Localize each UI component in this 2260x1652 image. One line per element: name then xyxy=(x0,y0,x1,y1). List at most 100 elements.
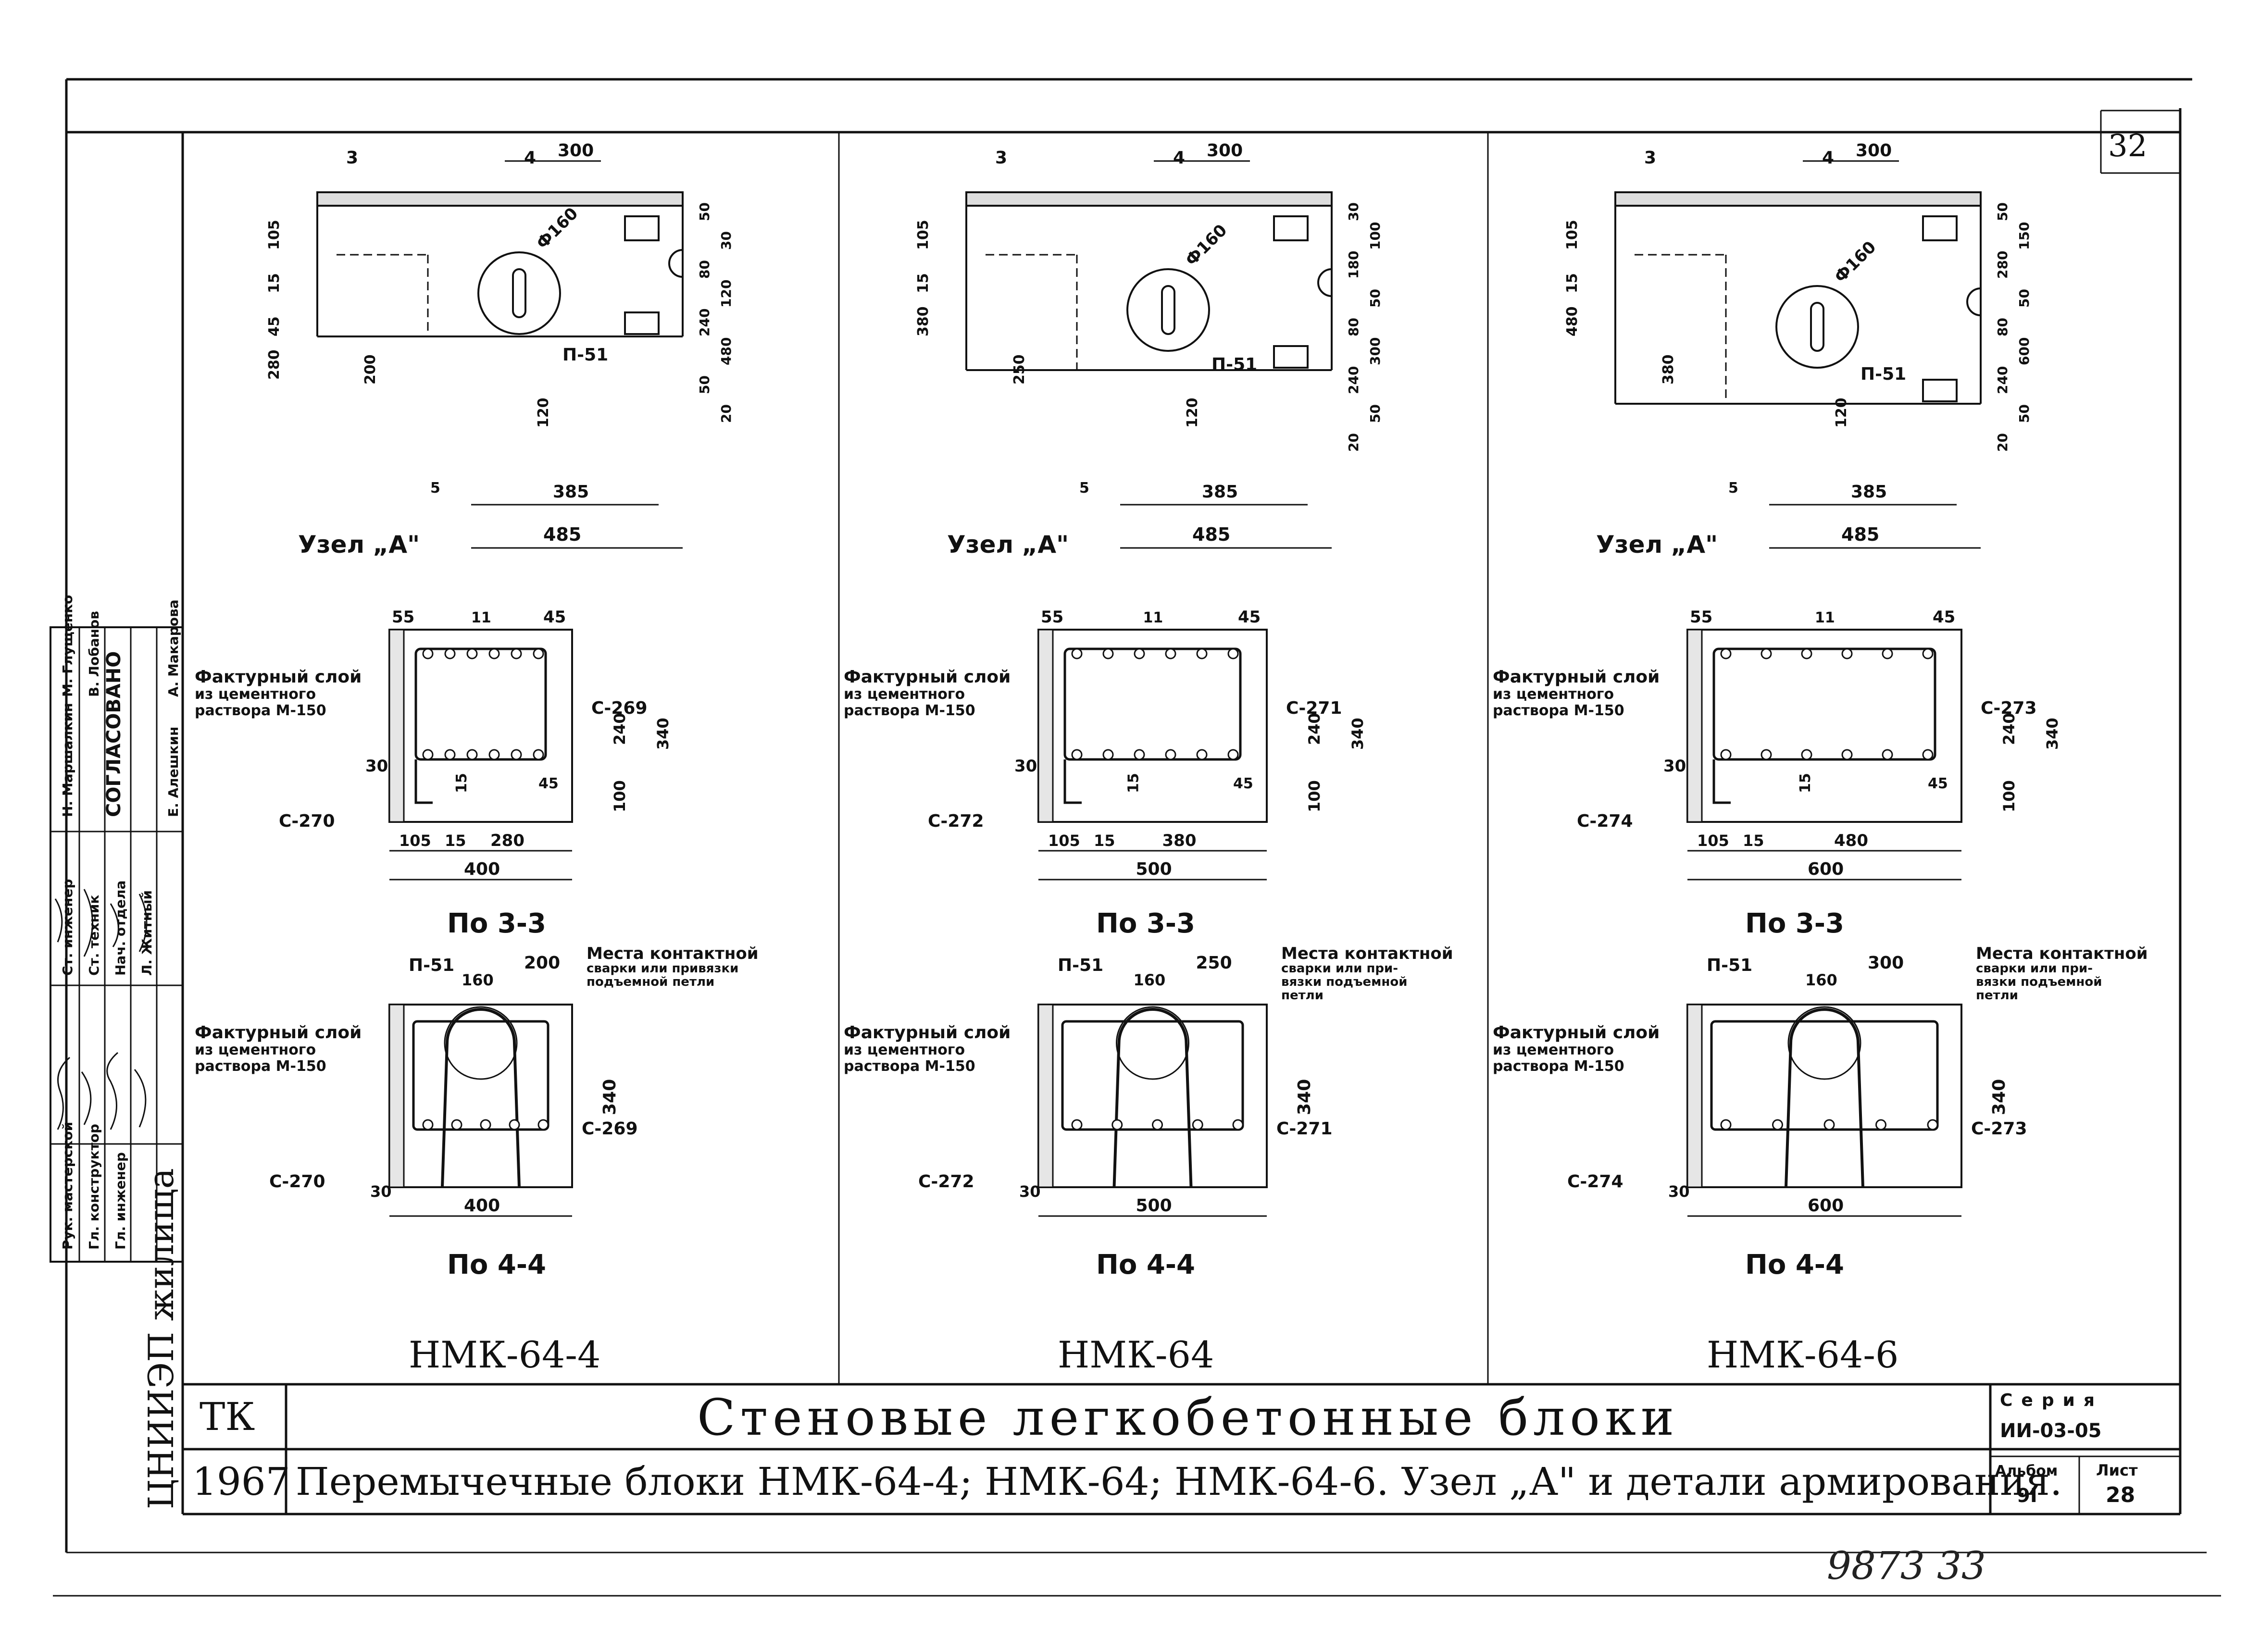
rebar-mark: С-272 xyxy=(918,1172,974,1192)
rebar-mark: С-274 xyxy=(1577,811,1633,831)
dimension-label: 480 xyxy=(1834,831,1868,850)
sheet-label: Лист xyxy=(2096,1461,2138,1479)
dimension-label: 340 xyxy=(654,718,672,750)
series-value: ИИ-03-05 xyxy=(2000,1420,2101,1442)
dimension-label: 160 xyxy=(1134,971,1166,989)
rebar-cage xyxy=(412,1020,549,1131)
socket xyxy=(1922,379,1958,402)
rebar-bar xyxy=(1227,648,1239,659)
dimension-label: 240 xyxy=(697,309,712,336)
signature-name: М. Глущенко xyxy=(60,595,75,697)
weld-note: сварки или при- xyxy=(1281,961,1398,976)
dimension-label: 105 xyxy=(1564,220,1581,250)
facing-layer xyxy=(1686,1004,1703,1188)
facing-layer-label: из цементного xyxy=(195,686,316,703)
dimension-label: 160 xyxy=(462,971,494,989)
dimension-label: 30 xyxy=(1014,757,1037,776)
dimension-label: 120 xyxy=(718,280,734,308)
dimension-label: 50 xyxy=(2016,404,2032,423)
rebar-bar xyxy=(466,648,478,659)
rebar-bar xyxy=(1165,648,1176,659)
rebar-bar xyxy=(1102,749,1114,760)
section-cut-label: 3 xyxy=(995,148,1007,168)
rebar-bar xyxy=(1134,749,1145,760)
sheet-subtitle: Перемычечные блоки НМК-64-4; НМК-64; НМК… xyxy=(296,1459,2062,1504)
opening-circle xyxy=(1116,1006,1189,1080)
rebar-bar xyxy=(451,1119,462,1130)
signature-stamp: СОГЛАСОВАНО Рук. мастерской Гл. конструк… xyxy=(50,595,184,1263)
rebar-bar xyxy=(1071,648,1083,659)
dimension-label: 380 xyxy=(1162,831,1197,850)
section-outline xyxy=(1037,1004,1268,1188)
lifting-loop xyxy=(441,1008,521,1188)
rebar-bar xyxy=(1882,648,1893,659)
series-label: Серия xyxy=(2000,1391,2103,1410)
dimension-label: 105 xyxy=(1697,832,1729,850)
dimension-label: 80 xyxy=(697,260,712,279)
notch xyxy=(1317,268,1332,297)
facing-layer-label: из цементного xyxy=(844,686,965,703)
dimension-label: 55 xyxy=(1690,608,1712,627)
facing-layer-label: из цементного xyxy=(195,1042,316,1058)
dimension-label: 30 xyxy=(1668,1182,1690,1201)
rebar-bar xyxy=(1875,1119,1886,1130)
section-title: По 4-4 xyxy=(1745,1249,1844,1280)
dimension-label: 11 xyxy=(1143,609,1163,626)
node-title: Узел „А" xyxy=(1596,531,1718,559)
rebar-bar xyxy=(1720,1119,1732,1130)
dimension-label: 15 xyxy=(453,773,470,793)
rebar-hook xyxy=(1063,759,1082,804)
dimension-label: 5 xyxy=(1728,480,1738,497)
rebar-bar xyxy=(422,648,434,659)
handwritten-signature xyxy=(57,1052,147,1130)
lifting-loop xyxy=(1161,285,1175,335)
rebar-bar xyxy=(1801,648,1812,659)
signature-role: Рук. мастерской xyxy=(60,1122,75,1250)
dimension-label: 45 xyxy=(1928,775,1948,792)
facing-layer xyxy=(1037,629,1054,823)
dimension-label: 485 xyxy=(1841,524,1879,545)
rebar-bar xyxy=(488,749,500,760)
rebar-bar xyxy=(422,749,434,760)
rebar-bar xyxy=(1165,749,1176,760)
rebar-bar xyxy=(1841,648,1853,659)
dimension-label: 480 xyxy=(1564,306,1581,336)
weld-note: подъемной петли xyxy=(587,975,714,989)
rebar-bar xyxy=(1071,1119,1083,1130)
organization-name: ЦНИИЭП жилища xyxy=(141,1168,181,1509)
dimension-label: 80 xyxy=(1346,318,1361,336)
facing-layer xyxy=(388,1004,405,1188)
dimension-label: 380 xyxy=(1660,354,1677,385)
socket xyxy=(1273,215,1309,241)
facing-layer-label: раствора М-150 xyxy=(1493,702,1624,719)
dimension-label: 340 xyxy=(2043,718,2061,750)
rebar-bar xyxy=(1152,1119,1163,1130)
loop-label: П-51 xyxy=(409,956,454,975)
rebar-mark: С-271 xyxy=(1286,698,1342,718)
dimension-label: 45 xyxy=(1933,608,1955,627)
dimension-label: 45 xyxy=(543,608,566,627)
dimension-label: 15 xyxy=(915,273,932,293)
facing-layer-label: из цементного xyxy=(844,1042,965,1058)
dimension-label: 240 xyxy=(2000,713,2018,745)
dimension-label: 80 xyxy=(1995,318,2010,336)
node-title: Узел „А" xyxy=(947,531,1069,559)
socket xyxy=(624,311,660,335)
dimension-label: 485 xyxy=(543,524,581,545)
facing-layer-label: раствора М-150 xyxy=(844,702,975,719)
weld-note: петли xyxy=(1976,988,2018,1003)
dimension-label: 480 xyxy=(718,337,734,365)
archive-number: 9873 33 xyxy=(1827,1543,1986,1588)
facing-layer xyxy=(388,629,405,823)
rebar-bar xyxy=(480,1119,491,1130)
facing-layer-label: Фактурный слой xyxy=(1493,667,1660,687)
dimension-label: 20 xyxy=(718,404,734,423)
dimension-label: 30 xyxy=(718,231,734,250)
loop-label: П-51 xyxy=(1860,364,1906,384)
dimension-label: 55 xyxy=(1041,608,1063,627)
dimension-label: 45 xyxy=(538,775,559,792)
